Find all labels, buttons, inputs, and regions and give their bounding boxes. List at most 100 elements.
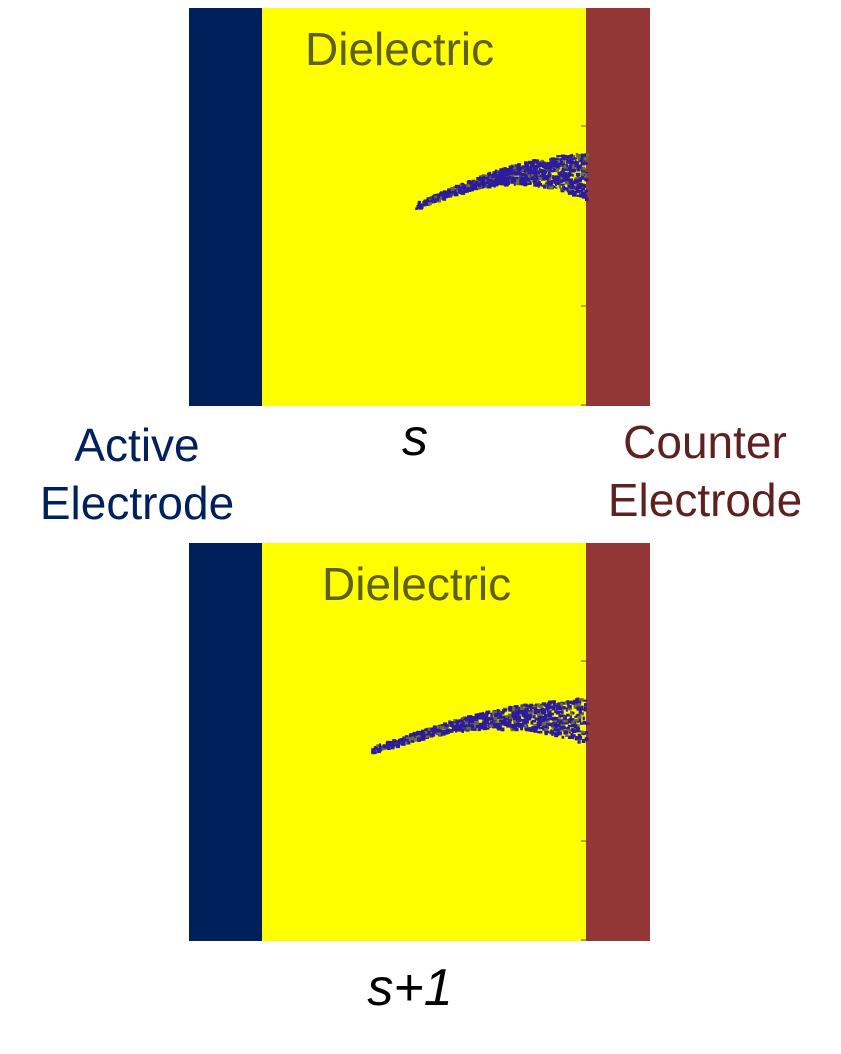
filament-particle — [568, 178, 573, 182]
filament-particle — [508, 705, 512, 709]
filament-particle — [567, 180, 573, 185]
filament-particle — [533, 728, 538, 733]
simulation-panel-step-s: Dielectric — [189, 8, 650, 406]
filament-particle — [454, 722, 459, 725]
filament-particle — [469, 188, 474, 192]
filament-particle — [464, 724, 468, 729]
filament-particle — [509, 170, 514, 173]
filament-particle — [500, 173, 503, 177]
filament-particle — [528, 709, 532, 713]
conductive-filament — [415, 152, 590, 210]
filament-particle — [424, 728, 427, 732]
filament-particle — [371, 748, 376, 752]
filament-particle — [490, 174, 495, 179]
filament-particle — [480, 180, 484, 184]
filament-particle — [570, 184, 575, 188]
filament-particle — [541, 161, 546, 165]
filament-particle — [563, 154, 567, 158]
filament-particle — [453, 727, 456, 732]
filament-particle — [572, 701, 576, 705]
filament-particle — [459, 186, 463, 189]
filament-particle — [584, 703, 587, 707]
filament-particle — [453, 719, 458, 722]
filament-particle — [496, 169, 500, 173]
filament-particle — [535, 159, 540, 162]
filament-particle — [460, 190, 466, 195]
filament-particle — [519, 181, 522, 186]
filament-particle — [556, 163, 560, 167]
filament-particle — [408, 737, 412, 741]
filament-particle — [550, 705, 555, 708]
filament-particle — [584, 190, 587, 194]
filament-particle — [561, 156, 564, 160]
filament-particle — [562, 171, 568, 175]
filament-particle — [436, 198, 439, 202]
filament-particle — [445, 731, 450, 734]
filament-particle — [558, 721, 561, 726]
filament-particle — [513, 714, 518, 718]
filament-particle — [579, 193, 583, 198]
filament-particle — [462, 184, 466, 188]
filament-particle — [496, 712, 501, 716]
filament-particle — [453, 722, 456, 727]
filament-particle — [389, 742, 395, 747]
filament-particle — [555, 728, 559, 731]
filament-particle — [431, 196, 435, 200]
filament-particle — [574, 715, 577, 718]
filament-particle — [425, 731, 428, 734]
filament-particle — [569, 715, 572, 719]
filament-particle — [482, 725, 485, 728]
filament-particle — [560, 176, 563, 180]
filament-particle — [579, 708, 583, 711]
filament-particle — [474, 721, 479, 725]
filament-particle — [487, 181, 491, 185]
filament-particle — [547, 720, 550, 723]
filament-particle — [458, 725, 462, 729]
filament-particle — [436, 198, 442, 203]
filament-particle — [552, 162, 557, 165]
filament-particle — [504, 182, 509, 186]
filament-particle — [579, 737, 581, 742]
filament-particle — [461, 729, 464, 733]
filament-particle — [521, 169, 524, 172]
filament-particle — [556, 181, 560, 185]
filament-particle — [566, 188, 572, 193]
filament-particle — [572, 192, 577, 197]
filament-particle — [554, 181, 557, 186]
filament-particle — [508, 178, 513, 181]
filament-particle — [564, 181, 569, 185]
filament-particle — [530, 163, 535, 168]
filament-particle — [520, 727, 524, 731]
active-electrode-label: Active Electrode — [20, 416, 254, 532]
filament-particle — [496, 725, 500, 730]
filament-particle — [546, 176, 551, 180]
filament-particle — [580, 698, 584, 702]
filament-particle — [555, 186, 558, 189]
filament-particle — [461, 717, 464, 720]
filament-particle — [524, 163, 529, 168]
filament-particle — [583, 156, 588, 161]
filament-particle — [475, 724, 478, 728]
filament-particle — [538, 726, 541, 730]
filament-particle — [530, 174, 534, 177]
filament-particle — [576, 724, 580, 727]
filament-particle — [571, 729, 577, 733]
filament-particle — [497, 176, 500, 181]
filament-particle — [400, 738, 404, 742]
filament-particle — [500, 716, 506, 719]
filament-particle — [395, 744, 401, 749]
filament-particle — [522, 712, 527, 716]
filament-particle — [584, 153, 590, 157]
filament-particle — [564, 715, 568, 718]
filament-particle — [433, 197, 437, 200]
filament-particle — [537, 184, 540, 188]
filament-particle — [558, 184, 562, 189]
filament-particle — [445, 728, 451, 732]
filament-particle — [502, 720, 507, 724]
filament-particle — [517, 172, 522, 176]
filament-particle — [548, 704, 552, 709]
filament-particle — [574, 704, 578, 707]
filament-particle — [443, 722, 448, 726]
filament-particle — [563, 727, 568, 730]
filament-particle — [487, 183, 491, 188]
